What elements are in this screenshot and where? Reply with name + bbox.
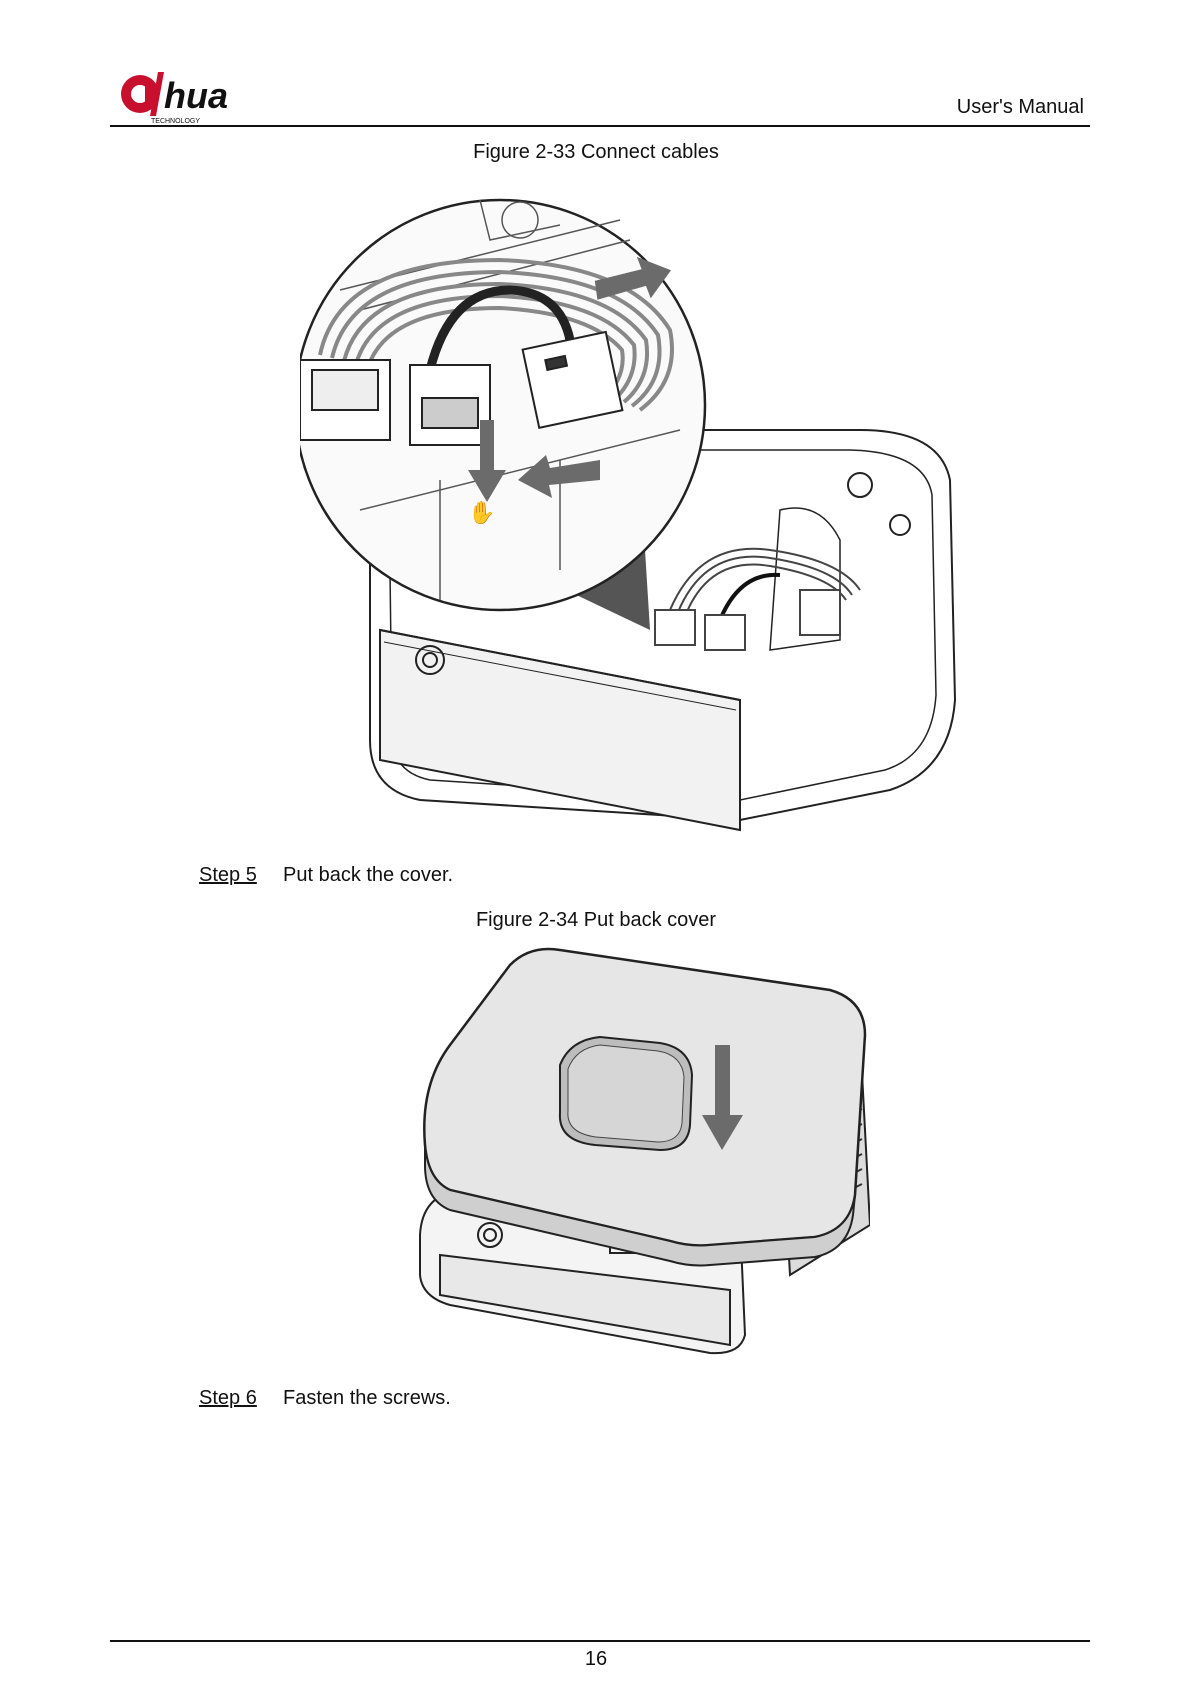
page-number: 16	[0, 1648, 1192, 1671]
header-rule	[110, 125, 1090, 127]
step-6-text: Fasten the screws.	[283, 1387, 451, 1410]
figure-connect-cables: ✋	[300, 180, 980, 840]
header-title: User's Manual	[957, 96, 1084, 119]
logo-mark	[121, 72, 164, 116]
figure-caption-2-34: Figure 2-34 Put back cover	[0, 909, 1192, 932]
step-5-label: Step 5	[199, 864, 257, 887]
logo-sub: TECHNOLOGY	[151, 118, 200, 125]
logo-wordmark: hua	[164, 75, 228, 116]
figure-put-back-cover	[410, 945, 870, 1365]
brand-logo: hua TECHNOLOGY	[118, 66, 258, 126]
device-cables	[655, 549, 860, 650]
device-cover	[424, 949, 865, 1266]
figure-caption-2-33: Figure 2-33 Connect cables	[0, 141, 1192, 164]
step-5-text: Put back the cover.	[283, 864, 453, 887]
hand-icon: ✋	[468, 500, 495, 525]
step-6-label: Step 6	[199, 1387, 257, 1410]
footer-rule	[110, 1640, 1090, 1642]
